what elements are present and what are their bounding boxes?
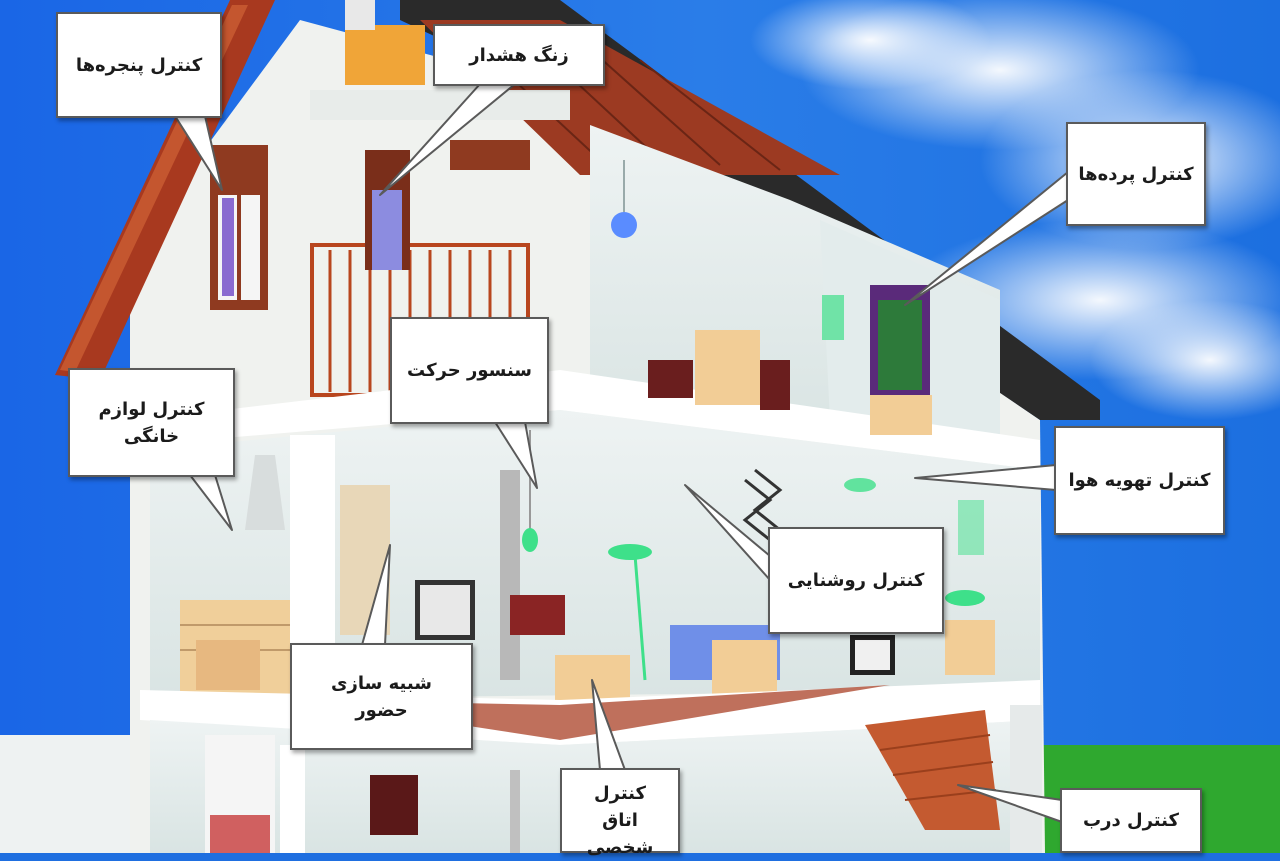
callout-window-control-text: کنترل پنجره‌ها	[76, 52, 202, 79]
callout-appliance-control: کنترل لوازم خانگی	[68, 368, 235, 477]
callout-private-room-control-text: کنترل اتاق شخصی	[580, 780, 660, 861]
callout-ventilation-control: کنترل تهویه هوا	[1054, 426, 1225, 535]
callout-door-control-text: کنترل درب	[1083, 807, 1179, 834]
callout-motion-sensor-text: سنسور حرکت	[407, 357, 532, 384]
callout-alarm-bell: زنگ هشدار	[433, 24, 605, 86]
callout-curtain-control-text: کنترل پرده‌ها	[1078, 161, 1193, 188]
callout-curtain-control: کنترل پرده‌ها	[1066, 122, 1206, 226]
callout-door-control: کنترل درب	[1060, 788, 1202, 853]
callout-window-control: کنترل پنجره‌ها	[56, 12, 222, 118]
lamp	[522, 528, 538, 552]
callout-presence-simulation: شبیه سازی حضور	[290, 643, 473, 750]
callout-ventilation-control-text: کنترل تهویه هوا	[1068, 467, 1210, 494]
callout-motion-sensor: سنسور حرکت	[390, 317, 549, 424]
callout-presence-simulation-text: شبیه سازی حضور	[302, 670, 461, 724]
callout-appliance-control-text: کنترل لوازم خانگی	[80, 396, 223, 450]
callout-private-room-control: کنترل اتاق شخصی	[560, 768, 680, 853]
callout-lighting-control-text: کنترل روشنایی	[788, 567, 925, 594]
callout-lighting-control: کنترل روشنایی	[768, 527, 944, 634]
callout-alarm-bell-text: زنگ هشدار	[469, 42, 569, 69]
